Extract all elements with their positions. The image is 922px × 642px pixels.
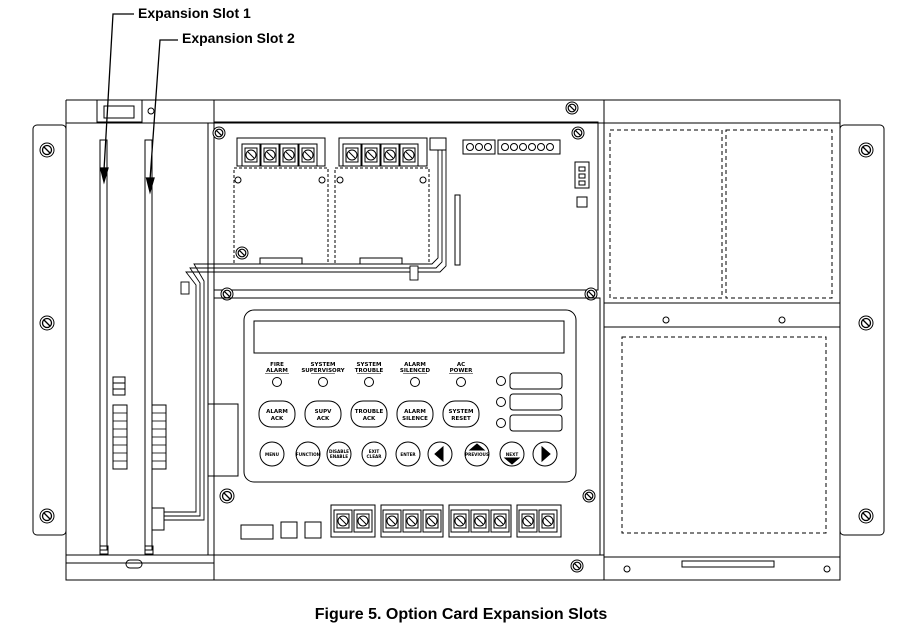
indicator-label: SUPERVISORY xyxy=(301,368,345,374)
status-led xyxy=(272,377,282,387)
nav-button-label: PREVIOUS xyxy=(465,452,489,457)
expansion-slot-2 xyxy=(144,139,154,555)
indicator-label: TROUBLE xyxy=(355,368,384,374)
panel-button-label: ALARM xyxy=(266,409,288,415)
control-button-row: ALARMACKSUPVACKTROUBLEACKALARMSILENCESYS… xyxy=(258,400,480,428)
panel-button-label: ACK xyxy=(317,416,330,422)
nav-button[interactable] xyxy=(532,441,558,467)
nav-button[interactable] xyxy=(427,441,453,467)
panel-button-label: ACK xyxy=(363,416,376,422)
nav-button-label: EXIT xyxy=(369,449,380,454)
panel-button-frame xyxy=(442,400,480,428)
nav-button-label: ENTER xyxy=(400,452,416,457)
up-arrow-icon xyxy=(468,443,486,451)
nav-button-label: ENABLE xyxy=(330,454,348,459)
indicator-label: SYSTEM xyxy=(311,362,336,368)
panel-button-frame xyxy=(350,400,388,428)
nav-button-frame xyxy=(464,441,490,467)
panel-button-label: SYSTEM xyxy=(449,409,474,415)
nav-button-frame xyxy=(295,441,321,467)
left-arrow-icon xyxy=(434,445,444,463)
indicator-label: SYSTEM xyxy=(357,362,382,368)
panel-button-label: TROUBLE xyxy=(355,409,384,415)
indicator-label: FIRE xyxy=(270,362,284,368)
nav-button[interactable]: ENTER xyxy=(395,441,421,467)
terminal-block-lower xyxy=(330,504,562,538)
indicator-label: SILENCED xyxy=(400,368,431,374)
right-led-column xyxy=(496,372,563,432)
nav-button[interactable]: FUNCTION xyxy=(295,441,321,467)
nav-button-label: MENU xyxy=(265,452,280,457)
nav-button-frame xyxy=(499,441,525,467)
panel-button-label: ACK xyxy=(271,416,284,422)
panel-button-label: SUPV xyxy=(315,409,332,415)
down-arrow-icon xyxy=(503,457,521,465)
panel-button-label: RESET xyxy=(451,416,471,422)
panel-button-label: ALARM xyxy=(404,409,426,415)
callout-expansion-slot-1: Expansion Slot 1 xyxy=(138,5,251,21)
panel-button-frame xyxy=(304,400,342,428)
status-led xyxy=(456,377,466,387)
nav-button-label: CLEAR xyxy=(366,454,382,459)
callout-expansion-slot-2: Expansion Slot 2 xyxy=(182,30,295,46)
indicator-label: ALARM xyxy=(404,362,426,368)
nav-button-label: NEXT xyxy=(506,452,519,457)
figure-caption: Figure 5. Option Card Expansion Slots xyxy=(314,606,608,623)
nav-button-frame xyxy=(259,441,285,467)
status-led xyxy=(410,377,420,387)
expansion-slot-1 xyxy=(99,139,109,555)
panel-button-frame xyxy=(396,400,434,428)
panel-button-frame xyxy=(258,400,296,428)
left-chassis xyxy=(32,99,215,581)
nav-button-frame xyxy=(395,441,421,467)
status-led xyxy=(364,377,374,387)
indicator-label: POWER xyxy=(450,368,474,374)
indicator-row: FIREALARMSYSTEMSUPERVISORYSYSTEMTROUBLEA… xyxy=(265,362,473,387)
terminal-block-upper-right xyxy=(334,137,430,265)
status-led xyxy=(318,377,328,387)
nav-button-frame xyxy=(361,441,387,467)
terminal-block-upper-left xyxy=(233,137,329,265)
panel-button-label: SILENCE xyxy=(402,416,428,422)
right-chassis xyxy=(603,99,885,581)
indicator-label: ALARM xyxy=(266,368,288,374)
center-chassis xyxy=(207,99,605,581)
ribbon-cable xyxy=(164,150,447,521)
indicator-label: AC xyxy=(457,362,465,368)
nav-button[interactable]: MENU xyxy=(259,441,285,467)
right-arrow-icon xyxy=(541,445,551,463)
nav-button[interactable]: NEXT xyxy=(499,441,525,467)
nav-button-frame xyxy=(326,441,352,467)
callout-leaders xyxy=(99,13,178,195)
nav-button-label: FUNCTION xyxy=(296,452,321,457)
nav-button-label: DISABLE xyxy=(329,449,349,454)
nav-button[interactable]: PREVIOUS xyxy=(464,441,490,467)
